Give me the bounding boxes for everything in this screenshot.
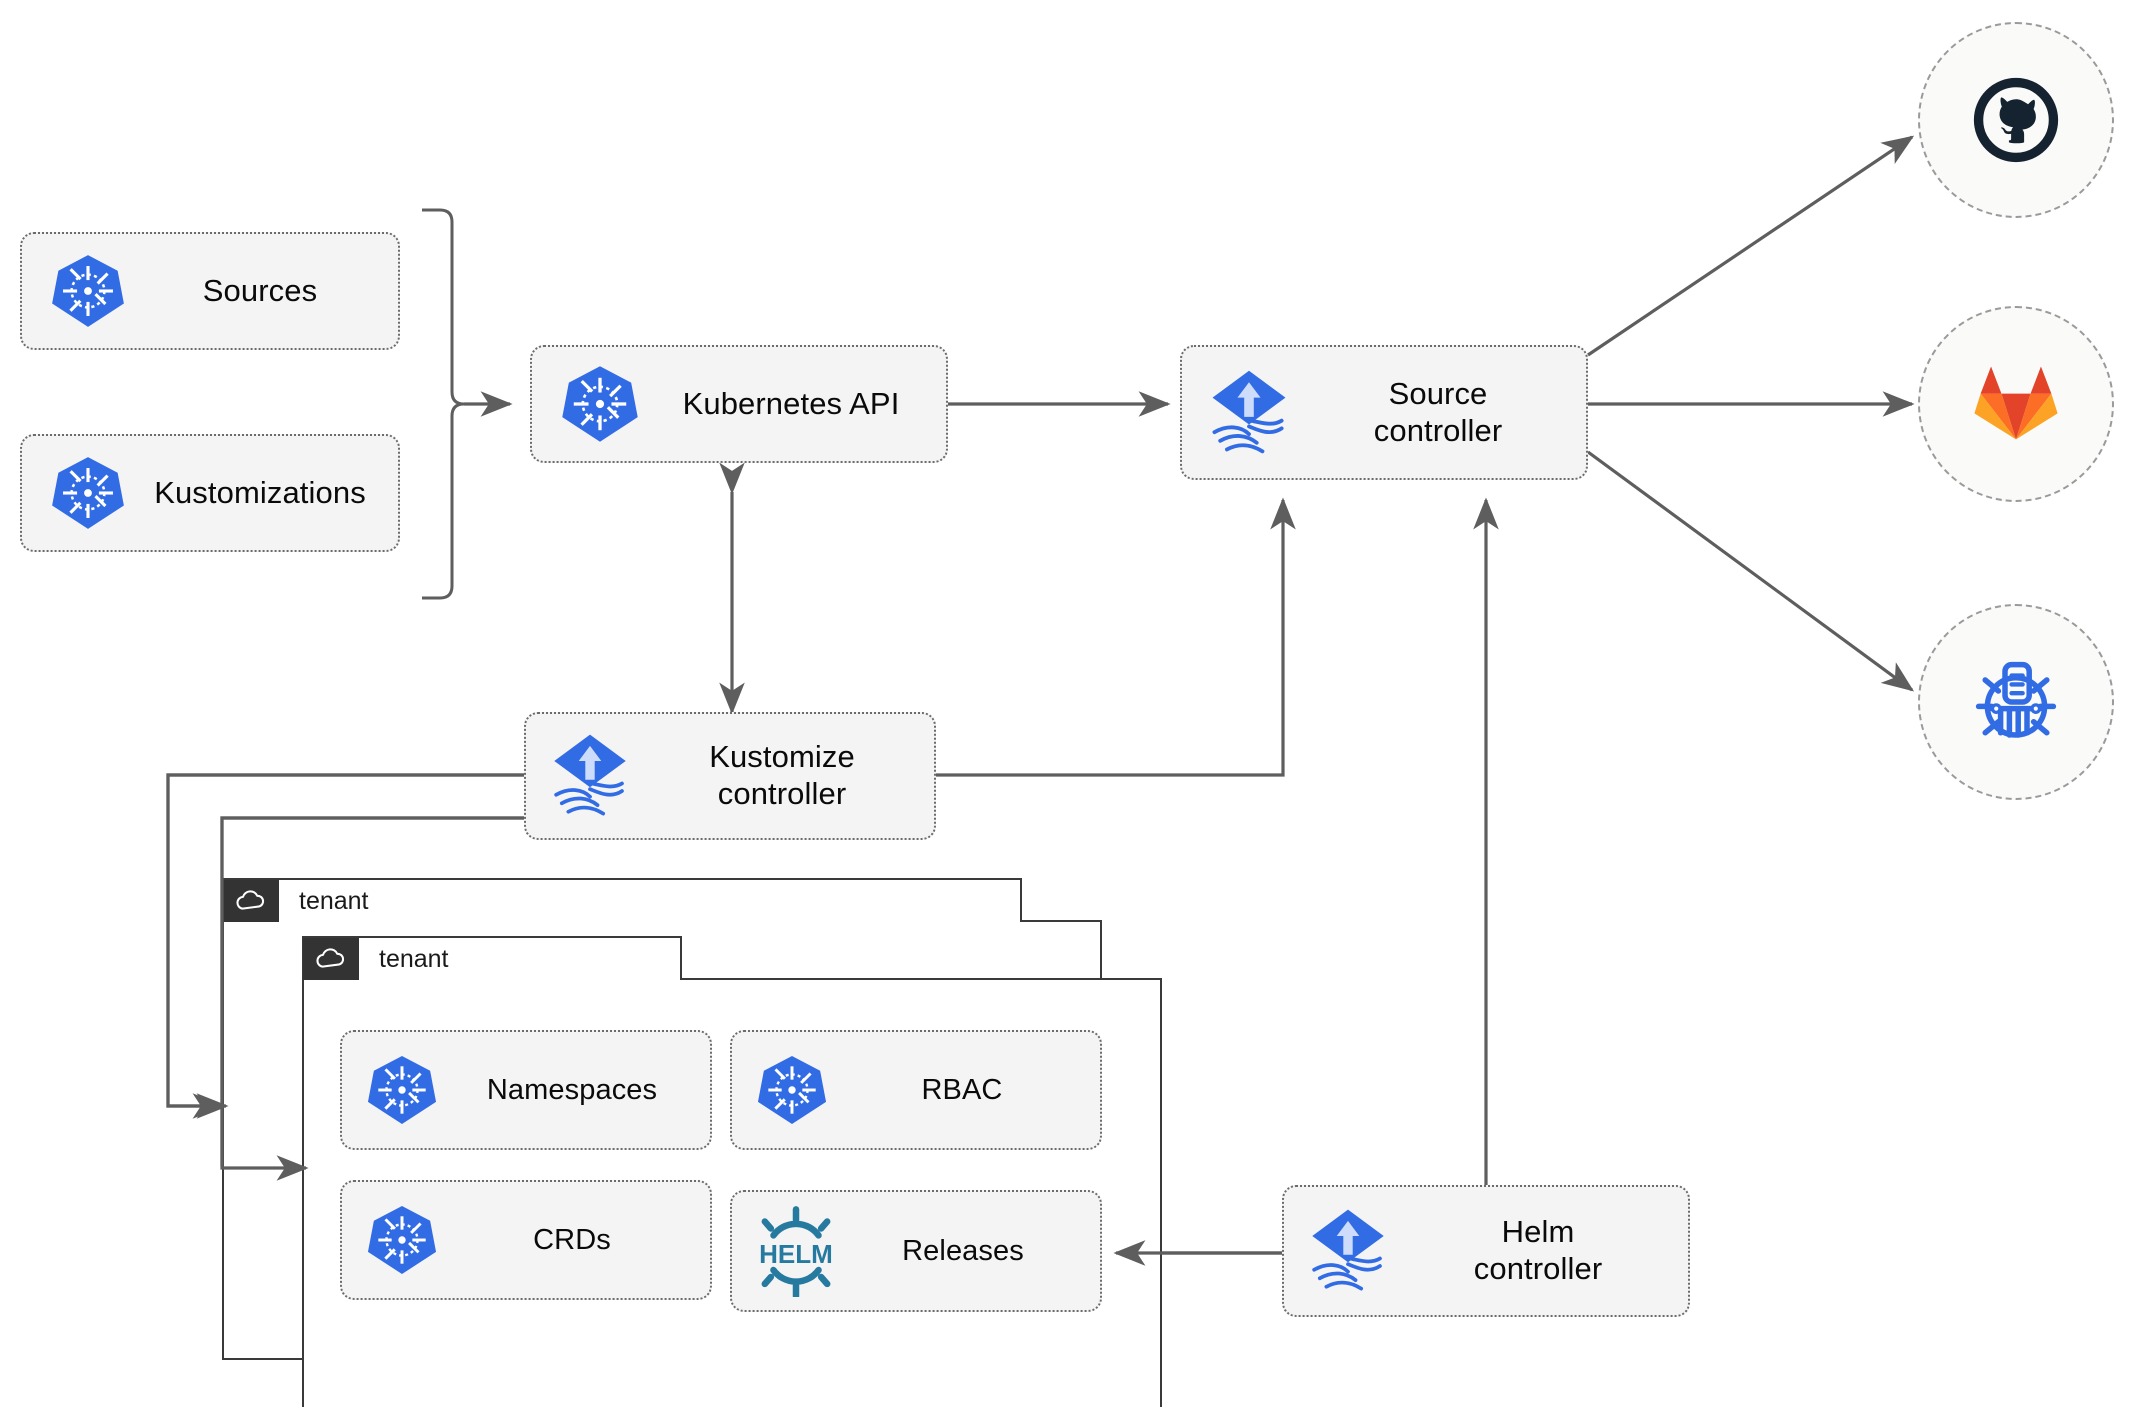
node-label: Source controller — [1373, 375, 1503, 448]
tenant-back-label: tenant — [299, 886, 369, 915]
flux-icon — [1294, 1197, 1402, 1305]
node-kustomizations[interactable]: Kustomizations — [20, 434, 400, 552]
edge-source-to-bucket — [1587, 450, 1915, 692]
github-icon — [1973, 77, 2059, 163]
helm-icon: HELM — [740, 1201, 852, 1301]
node-label: Kustomizations — [154, 474, 366, 510]
edge-kustomize-to-source — [936, 497, 1296, 777]
node-rbac[interactable]: RBAC — [730, 1030, 1102, 1150]
node-helm-controller[interactable]: Helm controller — [1282, 1185, 1690, 1317]
node-kustomize-controller[interactable]: Kustomize controller — [524, 712, 936, 840]
node-sources[interactable]: Sources — [20, 232, 400, 350]
node-label: CRDs — [533, 1223, 611, 1256]
node-label: Kustomize controller — [709, 739, 855, 811]
node-label: Kubernetes API — [682, 385, 900, 421]
tenant-front-label: tenant — [379, 944, 449, 973]
cloud-icon — [303, 938, 359, 980]
node-kubernetes-api[interactable]: Kubernetes API — [530, 345, 948, 463]
helm-wordmark: HELM — [759, 1239, 833, 1269]
kubernetes-icon — [550, 354, 650, 454]
endpoint-github[interactable] — [1918, 22, 2114, 218]
cloud-icon — [223, 880, 279, 922]
edge-source-to-github — [1587, 135, 1915, 357]
node-label: Helm controller — [1473, 1214, 1603, 1286]
node-source-controller[interactable]: Source controller — [1180, 345, 1588, 480]
endpoint-bucket[interactable] — [1918, 604, 2114, 800]
kubernetes-icon — [356, 1044, 448, 1136]
kubernetes-icon — [40, 243, 136, 339]
node-label: Sources — [202, 272, 318, 308]
input-bracket — [422, 208, 465, 600]
bucket-icon — [1975, 661, 2057, 738]
node-label: RBAC — [921, 1073, 1003, 1106]
node-namespaces[interactable]: Namespaces — [340, 1030, 712, 1150]
endpoint-gitlab[interactable] — [1918, 306, 2114, 502]
node-label: Namespaces — [486, 1073, 658, 1106]
node-crds[interactable]: CRDs — [340, 1180, 712, 1300]
node-releases[interactable]: HELM Releases — [730, 1190, 1102, 1312]
flux-icon — [536, 722, 644, 830]
kubernetes-icon — [356, 1194, 448, 1286]
gitlab-icon — [1974, 366, 2058, 440]
kubernetes-icon — [40, 445, 136, 541]
flux-icon — [1194, 358, 1304, 468]
node-label: Releases — [902, 1234, 1024, 1267]
tenant-back-tab[interactable]: tenant — [222, 878, 1022, 922]
tenant-front-tab[interactable]: tenant — [302, 936, 682, 980]
kubernetes-icon — [746, 1044, 838, 1136]
